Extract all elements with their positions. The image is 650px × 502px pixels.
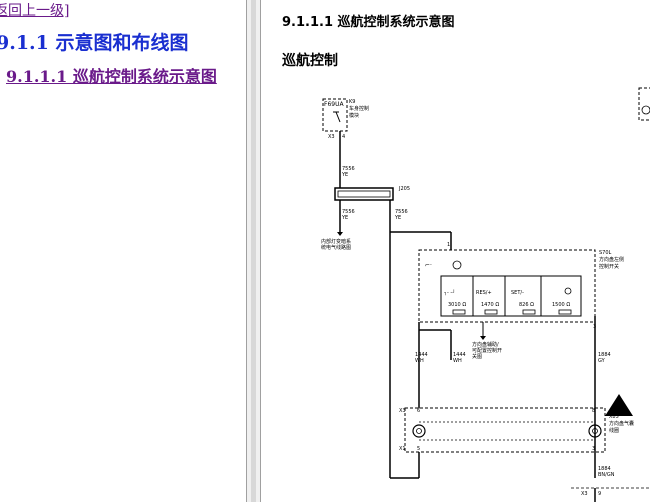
module-desc-3: 模块 [349, 112, 359, 119]
coil-desc-1: 方向盘气囊 [609, 420, 634, 427]
wire-7556-b: 7556 [342, 209, 355, 215]
wire-7556-a: 7556 [342, 166, 355, 172]
resistor-3-label: 826 Ω [519, 302, 534, 308]
pin-9: 9 [598, 491, 601, 497]
switch-desc-1: 方向盘左侧 [599, 256, 624, 263]
wire-bngn: BN/GN [598, 472, 615, 478]
note-left-1: 内部灯变暗系 [321, 238, 351, 245]
svg-text:⌐·: ⌐· [425, 262, 432, 269]
pin-1: 1 [447, 242, 450, 248]
conn-x3-bot: X3 [581, 491, 588, 497]
wire-1444-a: 1444 [415, 352, 428, 358]
switch-s70l-box [418, 249, 596, 323]
resistor-1-label: 3010 Ω [448, 302, 466, 308]
cruise-speed-icon [452, 260, 462, 270]
coil-left-icon [412, 424, 426, 438]
module-desc-1: K9 [349, 99, 355, 105]
toc-section-heading[interactable]: 9.1.1 示意图和布线图 [0, 32, 189, 54]
toc-panel: 返回上一级] 9.1.1 示意图和布线图 9.1.1.1 巡航控制系统示意图 [0, 0, 246, 502]
wire-ye-c: YE [394, 215, 401, 221]
pin-8: 8 [592, 408, 595, 414]
page-subtitle: 巡航控制 [282, 53, 338, 69]
wire-wh-a: WH [415, 358, 424, 364]
resistor-2-label: 1470 Ω [481, 302, 499, 308]
splice-label: J205 [398, 186, 410, 192]
module-desc-2: 车身控制 [349, 105, 369, 112]
page-title: 9.1.1.1 巡航控制系统示意图 [282, 15, 455, 30]
wire-1884-b: 1884 [598, 466, 611, 472]
airbag-warning-icon [605, 394, 633, 416]
set-label: SET/- [511, 290, 524, 296]
conn-x1: X1 [399, 446, 406, 452]
coil-right-icon [588, 424, 602, 438]
note-mid-3: 关图 [472, 353, 482, 360]
module-id-label: F69UA [324, 101, 344, 108]
wire-1884-a: 1884 [598, 352, 611, 358]
coil-x85-box [404, 407, 606, 453]
pane-splitter-grip[interactable] [251, 0, 256, 502]
wiring-diagram: F69UA K9 车身控制 模块 X3 4 7556 YE J205 7556 … [321, 87, 650, 502]
content-panel: 9.1.1.1 巡航控制系统示意图 巡航控制 F69UA K9 车身控制 模块 … [261, 0, 650, 502]
back-link[interactable]: 返回上一级] [0, 3, 70, 19]
wire-1444-b: 1444 [453, 352, 466, 358]
resistor-4-label: 1500 Ω [552, 302, 570, 308]
conn-x3-mid: X3 [399, 408, 406, 414]
wire-wh-b: WH [453, 358, 462, 364]
conn-x3-top: X3 [328, 134, 335, 140]
svg-text:┐- -┘: ┐- -┘ [443, 289, 455, 296]
wire-ye-a: YE [341, 172, 348, 178]
switch-id: S70L [599, 250, 612, 256]
wire-gy: GY [598, 358, 606, 364]
pin-4: 4 [342, 134, 345, 140]
note-mid-2: 可配置控制开 [472, 347, 502, 354]
pin-3: 3 [593, 324, 596, 330]
indicator-icon [564, 287, 572, 295]
note-left-2: 统电气线路图 [321, 244, 351, 251]
note-mid-1: 方向盘辅助/ [472, 341, 499, 348]
res-label: RES/+ [476, 290, 492, 296]
pin-3b: 3 [592, 446, 595, 452]
coil-desc-2: 线圈 [609, 427, 619, 434]
switch-desc-2: 控制开关 [599, 263, 619, 270]
wire-ye-b: YE [341, 215, 348, 221]
splice-j205 [334, 187, 394, 201]
wire-7556-c: 7556 [395, 209, 408, 215]
module-k9-box [322, 98, 348, 132]
coil-id: X85 [609, 414, 619, 420]
toc-subsection-link[interactable]: 9.1.1.1 巡航控制系统示意图 [6, 67, 217, 86]
pin-5: 5 [417, 446, 420, 452]
pin-6: 6 [417, 408, 420, 414]
